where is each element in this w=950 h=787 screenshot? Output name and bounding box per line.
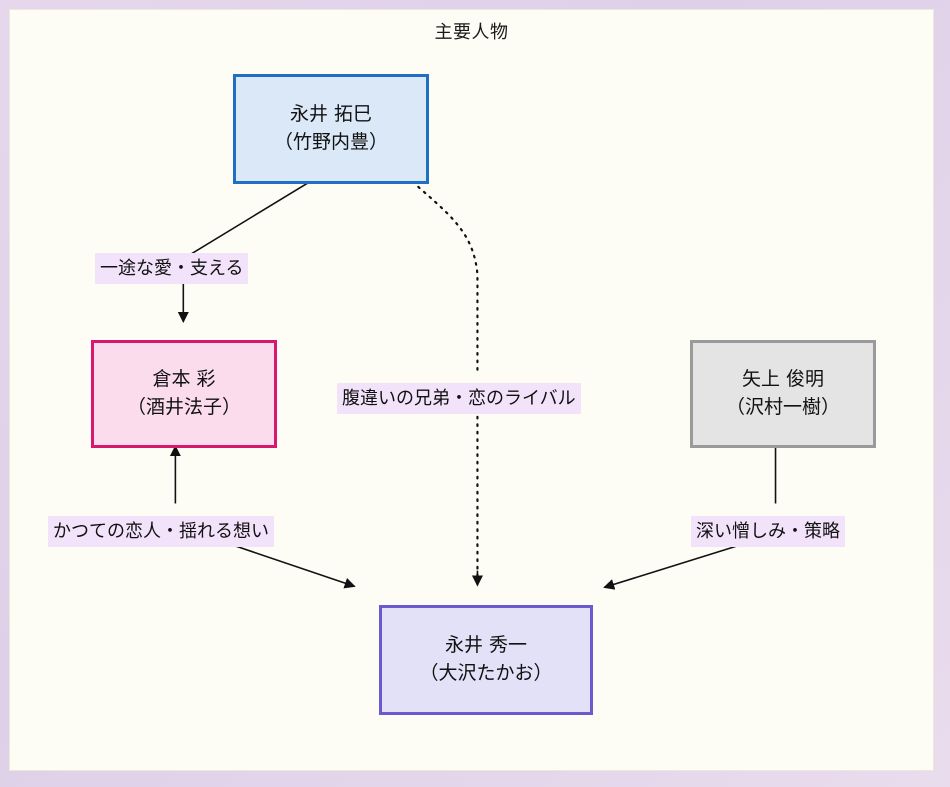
node-kuramoto-aya[interactable]: 倉本 彩 （酒井法子） [91,340,277,448]
node-nagai-takumi[interactable]: 永井 拓巳 （竹野内豊） [233,74,429,184]
edge-label-takumi-shuichi: 腹違いの兄弟・恋のライバル [337,383,581,414]
node-yagami-toshiaki[interactable]: 矢上 俊明 （沢村一樹） [690,340,876,448]
edge-toshiaki-shuichi [603,427,777,590]
node-actor: （竹野内豊） [273,131,388,153]
edge-takumi-shuichi [406,175,483,587]
edge-label-toshiaki-shuichi: 深い憎しみ・策略 [691,516,845,547]
node-actor: （沢村一樹） [725,396,840,418]
node-name: 永井 秀一 [444,634,528,657]
page-title: 主要人物 [434,22,509,43]
diagram-canvas: 主要人物 [9,9,934,771]
edge-label-aya-shuichi: かつての恋人・揺れる想い [48,516,274,547]
node-nagai-shuichi[interactable]: 永井 秀一 （大沢たかお） [379,605,593,715]
node-actor: （大沢たかお） [419,662,553,684]
edge-label-takumi-aya: 一途な愛・支える [95,253,249,284]
node-name: 永井 拓巳 [289,103,373,126]
node-name: 矢上 俊明 [741,368,825,391]
node-actor: （酒井法子） [126,396,241,418]
edge-takumi-aya [177,176,319,324]
node-name: 倉本 彩 [152,368,216,391]
